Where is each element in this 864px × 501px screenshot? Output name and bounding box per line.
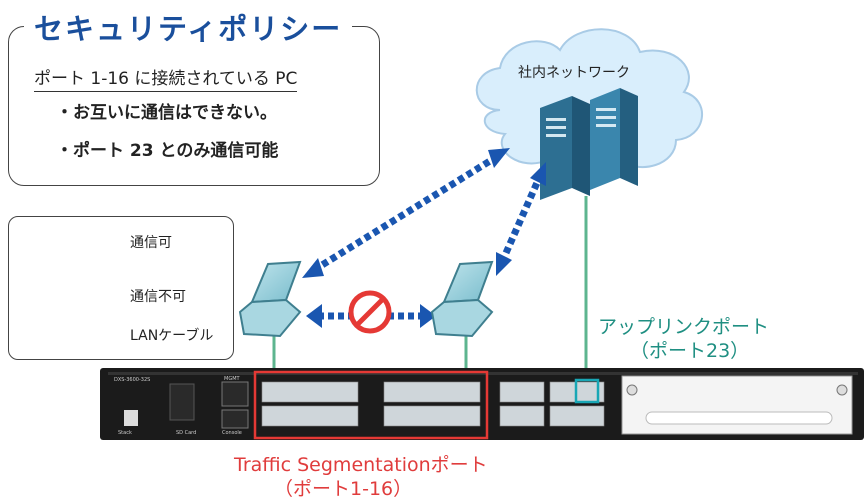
server-icon	[540, 88, 638, 200]
traffic-segmentation-sub: （ポート1-16）	[274, 478, 413, 500]
allowed-arrow-left	[302, 148, 510, 278]
legend-label-cable: LANケーブル	[130, 328, 214, 344]
allowed-arrow-right	[496, 162, 546, 276]
legend-label-denied: 通信不可	[130, 289, 186, 305]
laptop-left-icon	[238, 260, 302, 338]
policy-bullet-2: ・ポート 23 とのみ通信可能	[56, 141, 279, 161]
switch-mgmt-text: MGMT	[224, 376, 241, 382]
uplink-port-label: アップリンクポート	[598, 316, 770, 338]
traffic-segmentation-label: Traffic Segmentationポート	[234, 454, 488, 476]
traffic-segmentation-highlight	[253, 370, 489, 440]
cloud-shape	[475, 28, 703, 177]
switch-model-text: DXS-3600-32S	[114, 377, 150, 383]
uplink-port-sub: （ポート23）	[630, 340, 750, 362]
uplink-port-highlight	[574, 378, 600, 404]
switch-sdcard-text: SD Card	[176, 430, 196, 436]
lan-cables	[272, 196, 588, 392]
security-policy-title: セキュリティポリシー	[24, 6, 353, 48]
denied-arrow	[306, 290, 436, 334]
switch-stack-text: Stack	[118, 430, 132, 436]
switch-console-text: Console	[222, 430, 242, 436]
policy-subtitle: ポート 1-16 に接続されている PC	[34, 64, 298, 92]
switch-chassis	[100, 368, 864, 440]
laptop-right-icon	[430, 260, 494, 338]
legend-box	[8, 216, 234, 360]
policy-bullet-1: ・お互いに通信はできない。	[56, 103, 277, 123]
legend-label-allowed: 通信可	[130, 235, 172, 251]
cloud-label: 社内ネットワーク	[518, 65, 630, 81]
security-policy-box	[8, 26, 380, 186]
